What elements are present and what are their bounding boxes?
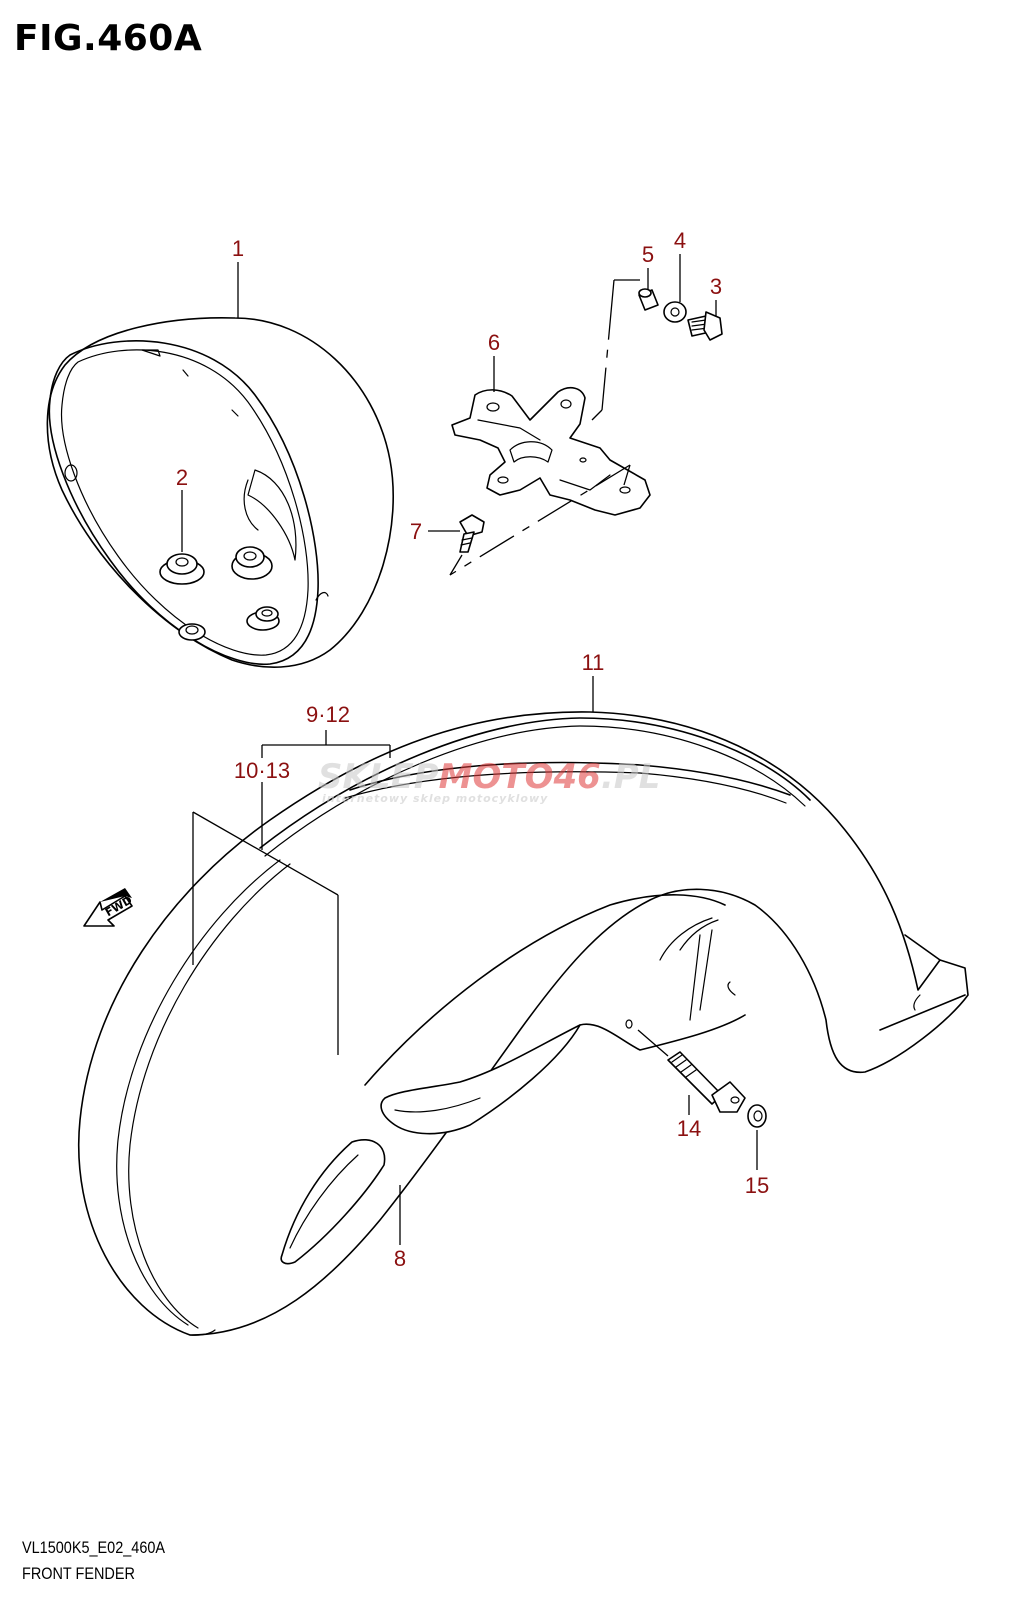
section-name: FRONT FENDER <box>22 1564 135 1583</box>
screw-part-7 <box>459 514 485 553</box>
label-bracket-lines <box>192 730 391 1055</box>
callout-7: 7 <box>410 519 422 544</box>
bolt-part-3 <box>687 311 723 341</box>
watermark-brand: SKLEPMOTO46.PL <box>318 757 660 797</box>
callout-9-12: 9·12 <box>306 702 350 727</box>
callout-4: 4 <box>674 228 686 253</box>
reference-lines <box>449 279 640 576</box>
grommet-lower <box>246 606 280 631</box>
callout-numbers: 1 2 3 4 5 6 7 8 9·12 10·13 11 14 15 <box>176 228 769 1271</box>
callout-11: 11 <box>582 650 605 675</box>
washer-part-4 <box>663 301 687 323</box>
callout-10-13: 10·13 <box>234 758 290 783</box>
bolt-part-14 <box>637 1029 746 1113</box>
callout-1: 1 <box>232 236 244 261</box>
watermark-tagline: internetowy sklep motocyklowy <box>322 792 548 805</box>
callout-8: 8 <box>394 1246 406 1271</box>
grommet-small <box>178 623 206 641</box>
callout-6: 6 <box>488 330 500 355</box>
callout-14: 14 <box>677 1116 701 1141</box>
fwd-arrow-icon: FWD <box>83 888 134 927</box>
headlamp-housing <box>46 317 394 668</box>
collar-part-5 <box>638 288 659 311</box>
callout-2: 2 <box>176 465 188 490</box>
callout-15: 15 <box>745 1173 769 1198</box>
grommet-right <box>231 546 273 580</box>
leader-lines <box>181 254 758 1245</box>
callout-5: 5 <box>642 242 654 267</box>
grommet-part-2 <box>159 553 205 585</box>
washer-part-15 <box>747 1104 767 1128</box>
figure-code: VL1500K5_E02_460A <box>22 1538 166 1557</box>
figure-title: FIG.460A <box>14 18 203 59</box>
front-fender <box>78 711 969 1336</box>
callout-3: 3 <box>710 274 722 299</box>
headlamp-bracket <box>451 386 651 516</box>
watermark-logo: SKLEPMOTO46.PL internetowy sklep motocyk… <box>318 757 660 805</box>
